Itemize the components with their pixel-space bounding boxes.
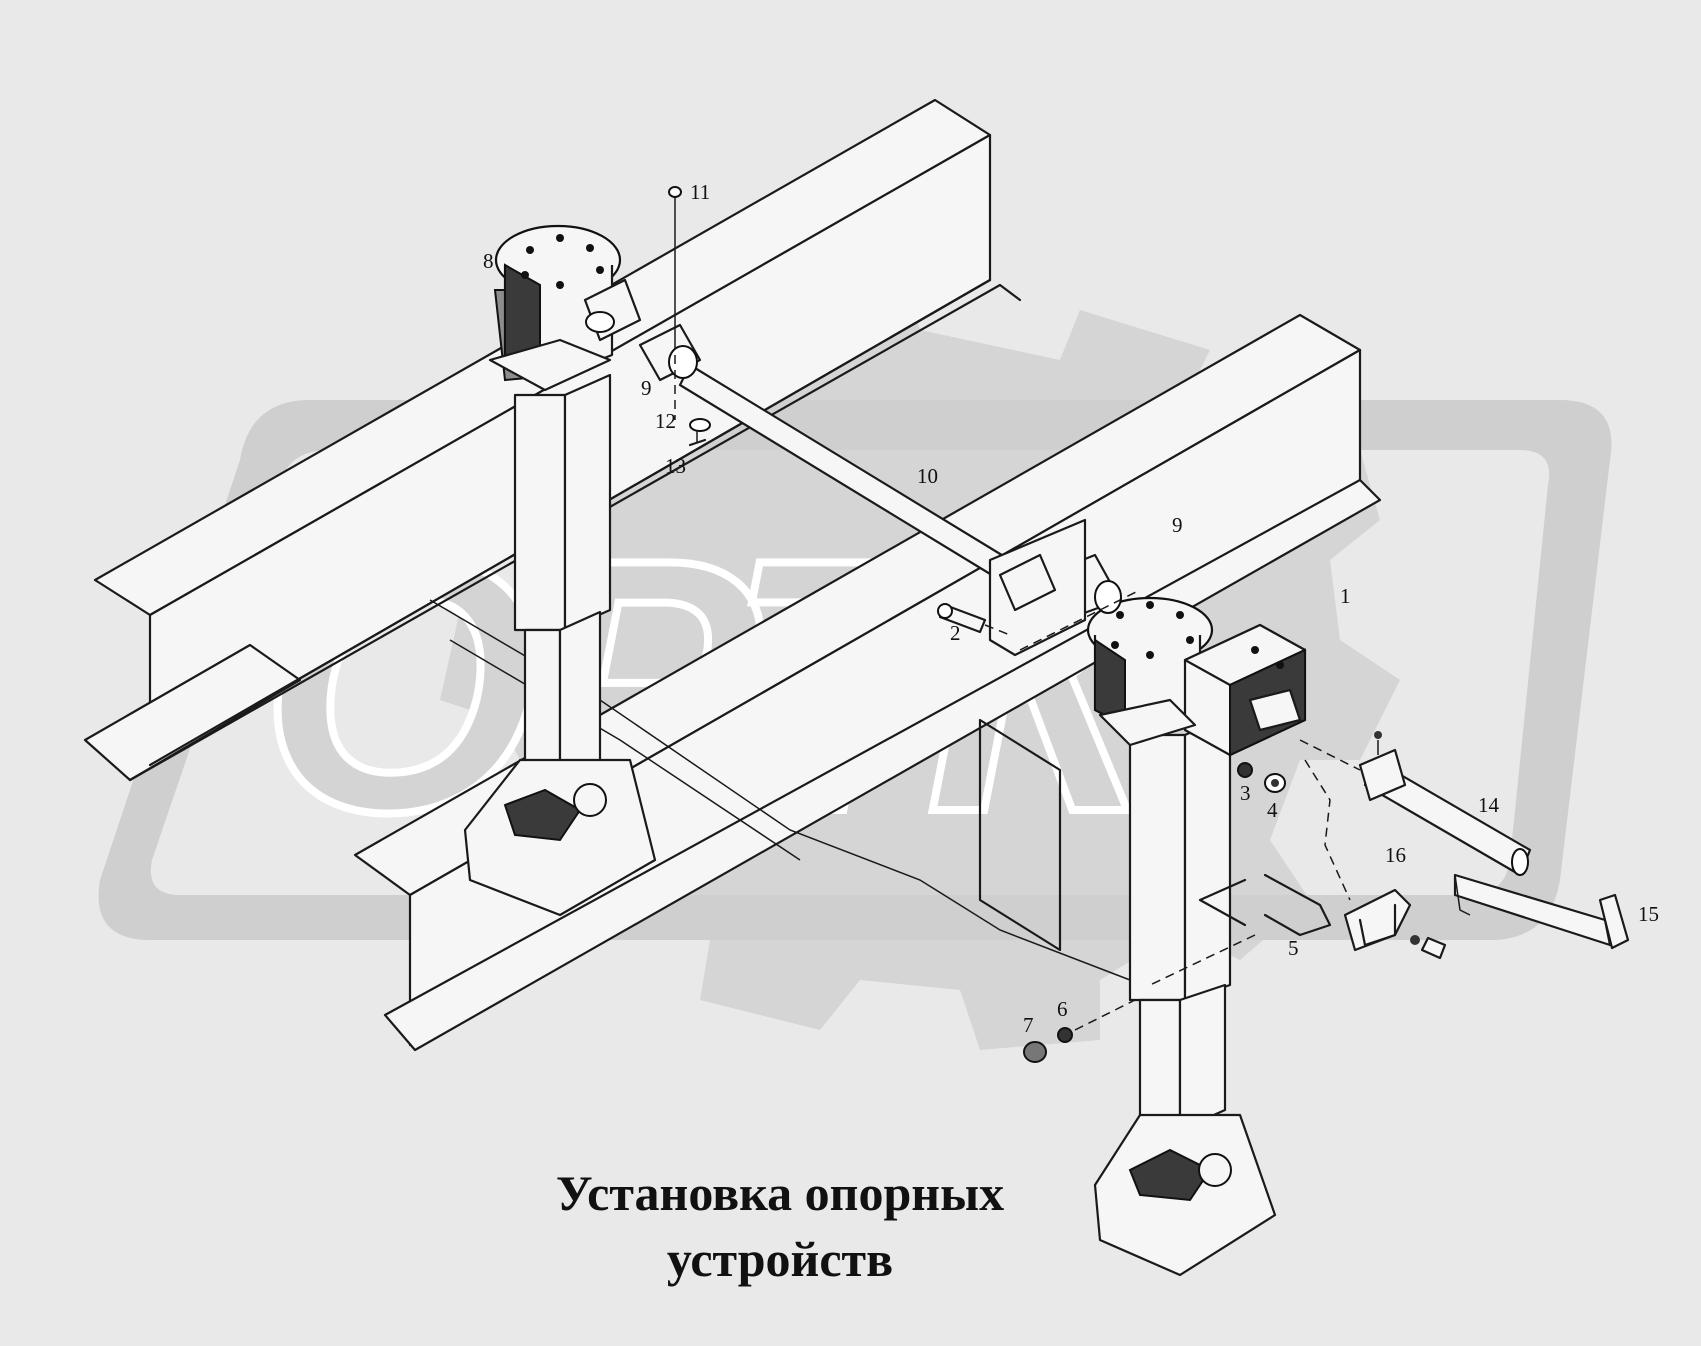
callout-11: 11 bbox=[690, 180, 710, 204]
callout-8: 8 bbox=[483, 249, 494, 273]
support-leg-left bbox=[463, 224, 657, 917]
drawing-title: Установка опорных устройств bbox=[400, 1160, 1160, 1292]
callout-9a: 9 bbox=[641, 376, 652, 400]
fasteners bbox=[668, 186, 1382, 1063]
title-line-1: Установка опорных bbox=[555, 1165, 1005, 1221]
callout-1: 1 bbox=[1340, 584, 1351, 608]
callout-6: 6 bbox=[1057, 997, 1068, 1021]
title-line-2: устройств bbox=[666, 1231, 894, 1287]
crank-handle bbox=[1299, 739, 1630, 960]
callout-3: 3 bbox=[1240, 781, 1251, 805]
callout-14: 14 bbox=[1478, 793, 1500, 817]
connecting-shaft bbox=[638, 323, 1141, 657]
callout-15: 15 bbox=[1638, 902, 1659, 926]
callout-5: 5 bbox=[1288, 936, 1299, 960]
callout-2: 2 bbox=[950, 621, 961, 645]
callout-12: 12 bbox=[655, 409, 676, 433]
support-leg-right bbox=[1086, 596, 1307, 1277]
callout-10: 10 bbox=[917, 464, 938, 488]
callout-7: 7 bbox=[1023, 1013, 1034, 1037]
callout-16: 16 bbox=[1385, 843, 1406, 867]
callout-labels: 1 2 3 4 5 6 7 8 9 9 10 11 12 13 14 15 16 bbox=[483, 180, 1659, 1037]
callout-13: 13 bbox=[665, 454, 686, 478]
callout-9b: 9 bbox=[1172, 513, 1183, 537]
callout-4: 4 bbox=[1267, 798, 1278, 822]
